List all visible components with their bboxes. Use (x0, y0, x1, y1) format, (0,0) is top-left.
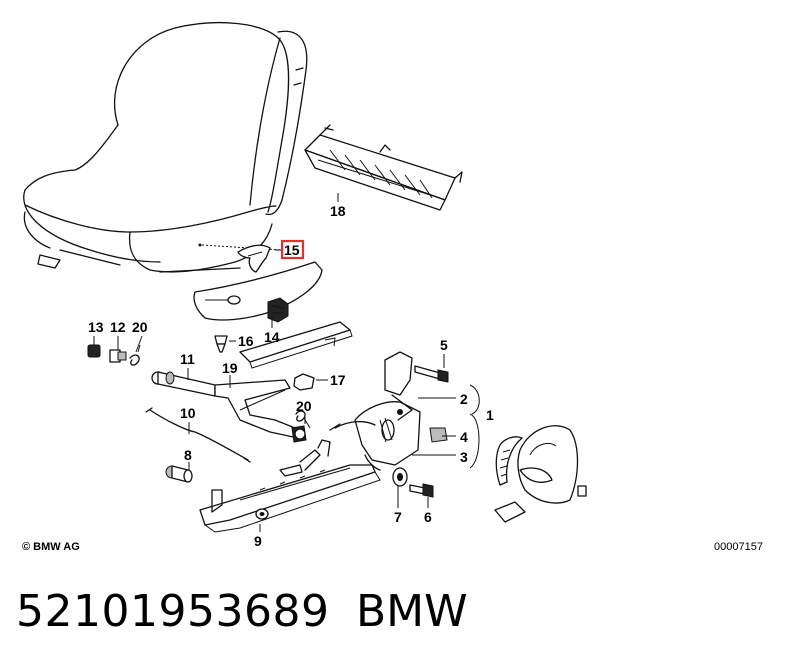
seat-rail (199, 439, 381, 533)
callout-4: 4 (460, 429, 468, 445)
callout-20-upper: 20 (132, 319, 148, 335)
callout-9: 9 (254, 533, 262, 549)
part-12-bolt (109, 349, 127, 363)
part-13-nut (87, 344, 101, 358)
callout-8: 8 (184, 447, 192, 463)
callout-11: 11 (180, 351, 195, 367)
callout-17: 17 (330, 372, 346, 388)
side-trim-panel (193, 261, 323, 323)
seat-illustration (23, 21, 308, 273)
part-7-washer (392, 467, 408, 487)
part-20-spring-upper (129, 344, 141, 366)
part-11-shaft (151, 371, 216, 397)
mechanism-cover (494, 425, 587, 523)
recliner-mechanism (329, 351, 448, 471)
callout-16: 16 (238, 333, 254, 349)
part-8-bushing (165, 465, 193, 483)
part-10-wire (145, 407, 251, 463)
callout-1: 1 (486, 407, 494, 423)
callout-20-lower: 20 (296, 398, 312, 414)
callout-15: 15 (284, 242, 300, 258)
part-18-vent-cover (304, 124, 463, 211)
callout-14: 14 (264, 329, 280, 345)
callout-5: 5 (440, 337, 448, 353)
part-19-lever (214, 379, 307, 443)
brand-name: BMW (356, 586, 468, 637)
callout-19: 19 (222, 360, 238, 376)
callout-13: 13 (88, 319, 104, 335)
callout-15-highlight (280, 239, 305, 260)
part-number: 52101953689 (16, 586, 330, 637)
part-5-bolt (414, 365, 449, 383)
trim-strip (239, 321, 353, 369)
callout-18: 18 (330, 203, 346, 219)
callout-10: 10 (180, 405, 196, 421)
part-17-clip (293, 373, 315, 391)
part-15-handle (237, 244, 271, 273)
leader-lines (93, 193, 480, 532)
callout-12: 12 (110, 319, 126, 335)
drawing-number: 00007157 (714, 541, 763, 553)
copyright-notice: © BMW AG (22, 541, 80, 553)
part-6-bolt (409, 483, 434, 498)
part-9-washer (255, 508, 269, 520)
callout-2: 2 (460, 391, 468, 407)
callout-6: 6 (424, 509, 432, 525)
part-16-clip (214, 335, 228, 353)
exploded-parts-diagram: 1 2 3 4 5 6 7 8 9 10 11 12 13 14 15 16 1… (23, 21, 587, 549)
callout-3: 3 (460, 449, 468, 465)
callout-7: 7 (394, 509, 402, 525)
